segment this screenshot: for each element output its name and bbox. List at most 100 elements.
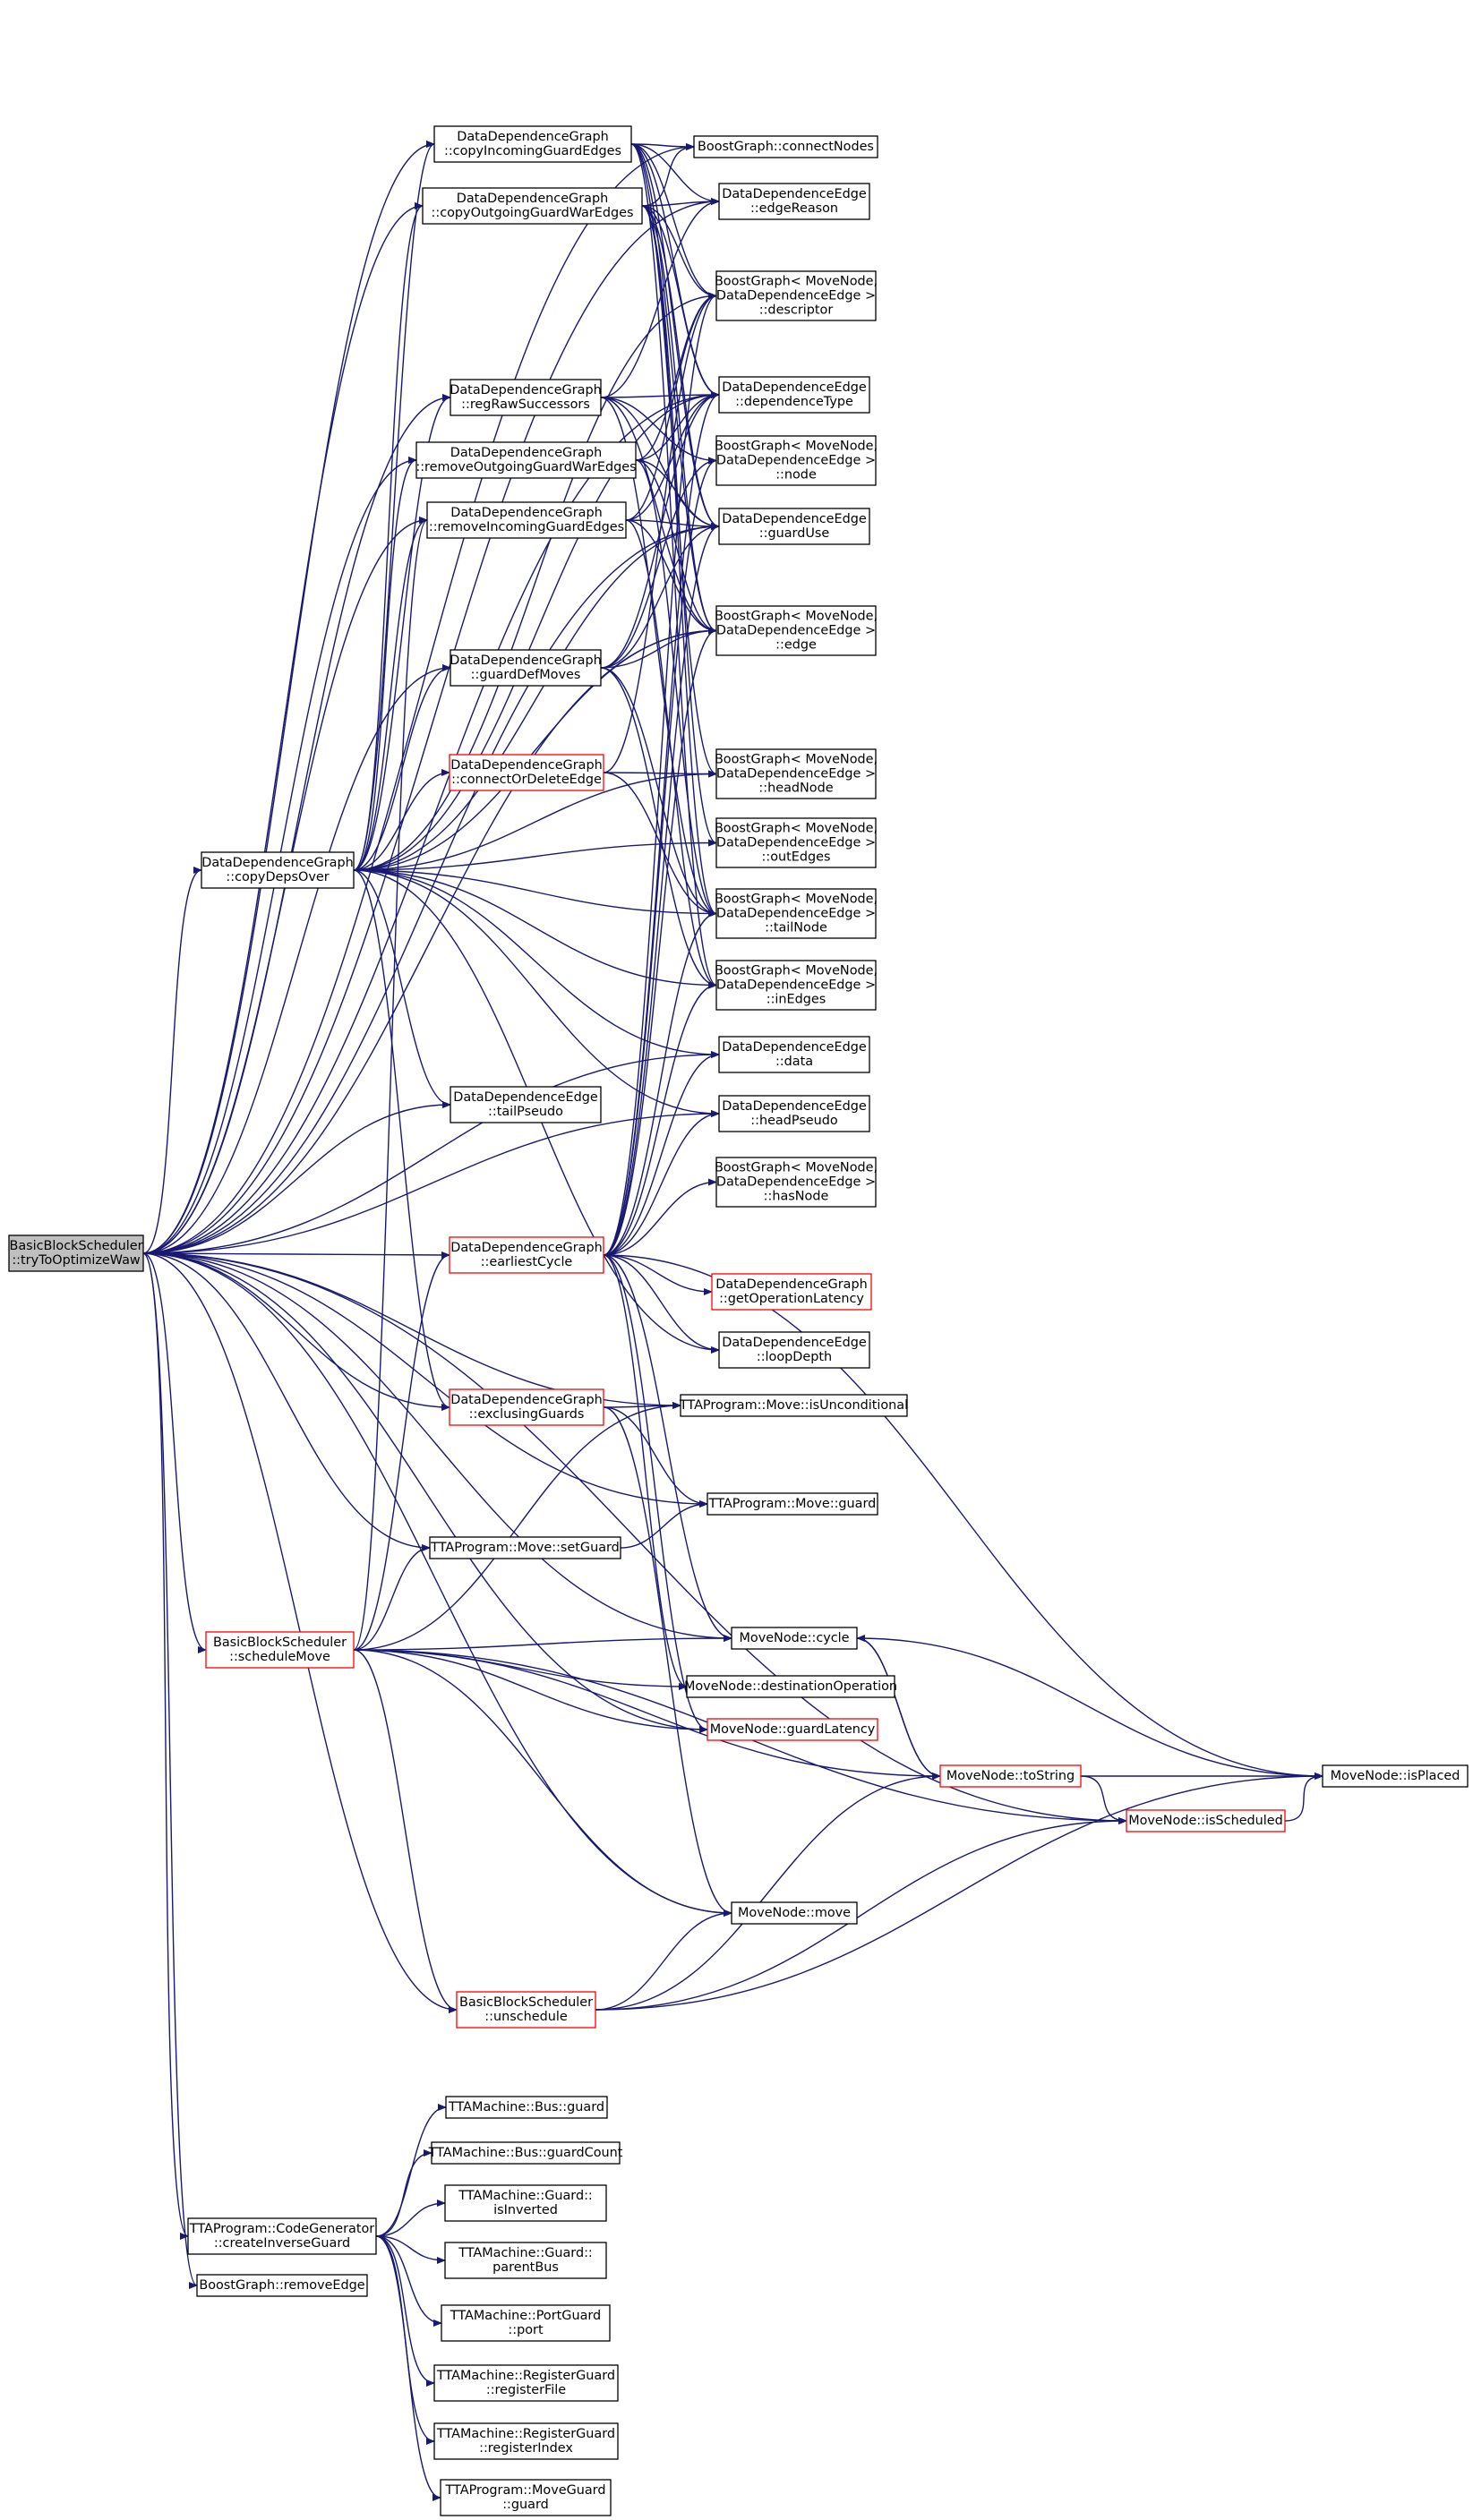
node-label: MoveNode::cycle	[739, 1631, 849, 1645]
edge-cg-createInverseGuard-to-guard-parentBus	[375, 2235, 446, 2264]
edge-ddg-copyOutgoingGuardWarEdges-to-dde-dependenceType	[641, 205, 720, 398]
node-mg-guard[interactable]: TTAProgram::MoveGuard::guard	[440, 2479, 612, 2516]
node-ddg-copyOutgoingGuardWarEdges[interactable]: DataDependenceGraph::copyOutgoingGuardWa…	[422, 187, 643, 225]
node-box	[715, 270, 877, 321]
node-bus-guardCount[interactable]: TTAMachine::Bus::guardCount	[428, 2141, 623, 2165]
node-bg-inEdges[interactable]: BoostGraph< MoveNode,DataDependenceEdge …	[715, 960, 878, 1011]
node-dde-guardUse[interactable]: DataDependenceEdge::guardUse	[718, 508, 870, 545]
node-mn-cycle[interactable]: MoveNode::cycle	[731, 1627, 858, 1650]
node-move-isUnconditional[interactable]: TTAProgram::Move::isUnconditional	[679, 1394, 908, 1417]
node-mn-isPlaced[interactable]: MoveNode::isPlaced	[1322, 1764, 1469, 1788]
node-label: DataDependenceEdge	[722, 380, 867, 395]
edge-cg-createInverseGuard-to-guard-isInverted	[375, 2200, 446, 2237]
node-label: ::earliestCycle	[481, 1255, 573, 1269]
node-ddg-removeOutgoingGuardWarEdges[interactable]: DataDependenceGraph::removeOutgoingGuard…	[415, 441, 637, 479]
edge-ddg-copyDepsOver-to-dde-headPseudo	[353, 869, 720, 1117]
node-label: MoveNode::guardLatency	[710, 1722, 876, 1737]
edge-ddg-copyOutgoingGuardWarEdges-to-dde-edgeReason	[641, 198, 720, 207]
node-bg-connectNodes[interactable]: BoostGraph::connectNodes	[693, 135, 878, 158]
node-bg-headNode[interactable]: BoostGraph< MoveNode,DataDependenceEdge …	[715, 748, 878, 799]
node-bg-tailNode[interactable]: BoostGraph< MoveNode,DataDependenceEdge …	[715, 888, 878, 939]
node-guard-parentBus[interactable]: TTAMachine::Guard::parentBus	[444, 2242, 607, 2279]
node-mn-move[interactable]: MoveNode::move	[731, 1901, 858, 1925]
node-box	[426, 501, 627, 539]
node-rg-registerFile[interactable]: TTAMachine::RegisterGuard::registerFile	[433, 2364, 619, 2402]
node-bg-outEdges[interactable]: BoostGraph< MoveNode,DataDependenceEdge …	[715, 817, 878, 868]
node-dde-edgeReason[interactable]: DataDependenceEdge::edgeReason	[718, 183, 870, 220]
edge-ddg-regRawSuccessors-to-bg-node	[600, 397, 717, 465]
node-move-setGuard[interactable]: TTAProgram::Move::setGuard	[429, 1536, 621, 1559]
node-box	[450, 649, 602, 687]
node-bbs-scheduleMove[interactable]: BasicBlockScheduler::scheduleMove	[205, 1631, 355, 1669]
node-label: BoostGraph< MoveNode,	[715, 1161, 878, 1175]
node-label: DataDependenceEdge	[722, 187, 867, 201]
edge-ddg-earliestCycle-to-dde-loopDepth	[603, 1254, 720, 1354]
node-ddg-exclusingGuards[interactable]: DataDependenceGraph::exclusingGuards	[449, 1388, 604, 1426]
node-label: BoostGraph::removeEdge	[199, 2278, 364, 2293]
node-ddg-copyIncomingGuardEdges[interactable]: DataDependenceGraph::copyIncomingGuardEd…	[433, 125, 632, 163]
node-label: BoostGraph< MoveNode,	[715, 964, 878, 978]
node-label: ::dependenceType	[735, 395, 853, 409]
node-mn-destinationOperation[interactable]: MoveNode::destinationOperation	[684, 1675, 897, 1698]
node-label: ::edgeReason	[750, 201, 838, 216]
node-bg-descriptor[interactable]: BoostGraph< MoveNode,DataDependenceEdge …	[715, 270, 878, 321]
node-label: ::tailPseudo	[488, 1105, 563, 1119]
node-bg-edge[interactable]: BoostGraph< MoveNode,DataDependenceEdge …	[715, 605, 878, 656]
node-label: ::createInverseGuard	[214, 2236, 350, 2251]
edge-ddg-copyIncomingGuardEdges-to-dde-edgeReason	[630, 143, 720, 205]
node-bg-hasNode[interactable]: BoostGraph< MoveNode,DataDependenceEdge …	[715, 1157, 878, 1208]
node-box	[715, 605, 877, 656]
node-dde-tailPseudo[interactable]: DataDependenceEdge::tailPseudo	[450, 1086, 602, 1123]
edge-ddg-copyIncomingGuardEdges-to-bg-connectNodes	[630, 142, 695, 150]
node-pg-port[interactable]: TTAMachine::PortGuard::port	[441, 2304, 611, 2342]
node-label: BoostGraph::connectNodes	[698, 140, 874, 154]
node-dde-headPseudo[interactable]: DataDependenceEdge::headPseudo	[718, 1095, 870, 1132]
node-dde-loopDepth[interactable]: DataDependenceEdge::loopDepth	[718, 1331, 870, 1369]
node-label: DataDependenceGraph	[450, 506, 602, 520]
node-ddg-guardDefMoves[interactable]: DataDependenceGraph::guardDefMoves	[450, 649, 602, 687]
node-bg-node[interactable]: BoostGraph< MoveNode,DataDependenceEdge …	[715, 435, 878, 486]
edge-ddg-removeOutgoingGuardWarEdges-to-dde-dependenceType	[635, 391, 720, 461]
node-label: DataDependenceGraph	[457, 130, 608, 144]
node-label: ::copyDepsOver	[226, 870, 329, 884]
node-ddg-earliestCycle[interactable]: DataDependenceGraph::earliestCycle	[449, 1236, 604, 1274]
edge-ddg-regRawSuccessors-to-bg-edge	[600, 397, 717, 635]
node-dde-data[interactable]: DataDependenceEdge::data	[718, 1036, 870, 1073]
node-ddg-regRawSuccessors[interactable]: DataDependenceGraph::regRawSuccessors	[450, 379, 602, 416]
edge-ddg-earliestCycle-to-bg-tailNode	[603, 910, 717, 1256]
edge-root-to-ddg-earliestCycle	[142, 1251, 450, 1259]
node-box	[711, 1273, 872, 1311]
node-guard-isInverted[interactable]: TTAMachine::Guard::isInverted	[444, 2184, 607, 2222]
node-label: BasicBlockScheduler	[213, 1636, 347, 1650]
node-box	[718, 183, 870, 220]
node-bus-guard[interactable]: TTAMachine::Bus::guard	[445, 2096, 608, 2119]
edge-cg-createInverseGuard-to-bus-guardCount	[375, 2149, 432, 2237]
edge-root-to-mn-move	[142, 1252, 732, 1917]
node-cg-createInverseGuard[interactable]: TTAProgram::CodeGenerator::createInverse…	[187, 2217, 377, 2255]
node-dde-dependenceType[interactable]: DataDependenceEdge::dependenceType	[718, 376, 870, 414]
edge-ddg-earliestCycle-to-bg-descriptor	[603, 292, 717, 1256]
edge-ddg-copyOutgoingGuardWarEdges-to-bg-connectNodes	[641, 143, 695, 207]
edge-layer	[142, 141, 1323, 2501]
node-rg-registerIndex[interactable]: TTAMachine::RegisterGuard::registerIndex	[433, 2422, 619, 2460]
node-bg-removeEdge[interactable]: BoostGraph::removeEdge	[196, 2274, 368, 2297]
node-label: ::unschedule	[484, 2010, 568, 2024]
node-mn-toString[interactable]: MoveNode::toString	[939, 1764, 1082, 1788]
edge-cg-createInverseGuard-to-mg-guard	[375, 2235, 441, 2501]
node-root[interactable]: BasicBlockScheduler::tryToOptimizeWaw	[8, 1234, 144, 1272]
node-bbs-unschedule[interactable]: BasicBlockScheduler::unschedule	[456, 1991, 596, 2029]
edge-ddg-copyDepsOver-to-dde-data	[353, 869, 720, 1058]
node-ddg-copyDepsOver[interactable]: DataDependenceGraph::copyDepsOver	[201, 851, 355, 889]
node-box	[196, 2274, 368, 2297]
node-ddg-connectOrDeleteEdge[interactable]: DataDependenceGraph::connectOrDeleteEdge	[449, 754, 604, 791]
edge-root-to-mn-cycle	[142, 1252, 732, 1642]
node-mn-isScheduled[interactable]: MoveNode::isScheduled	[1126, 1809, 1286, 1832]
node-box	[707, 1718, 878, 1741]
node-label: DataDependenceEdge >	[716, 978, 876, 993]
node-ddg-removeIncomingGuardEdges[interactable]: DataDependenceGraph::removeIncomingGuard…	[426, 501, 627, 539]
node-label: ::copyOutgoingGuardWarEdges	[432, 206, 634, 220]
node-label: BoostGraph< MoveNode,	[715, 822, 878, 836]
node-ddg-getOperationLatency[interactable]: DataDependenceGraph::getOperationLatency	[711, 1273, 872, 1311]
node-move-guard[interactable]: TTAProgram::Move::guard	[707, 1492, 878, 1516]
node-mn-guardLatency[interactable]: MoveNode::guardLatency	[707, 1718, 878, 1741]
